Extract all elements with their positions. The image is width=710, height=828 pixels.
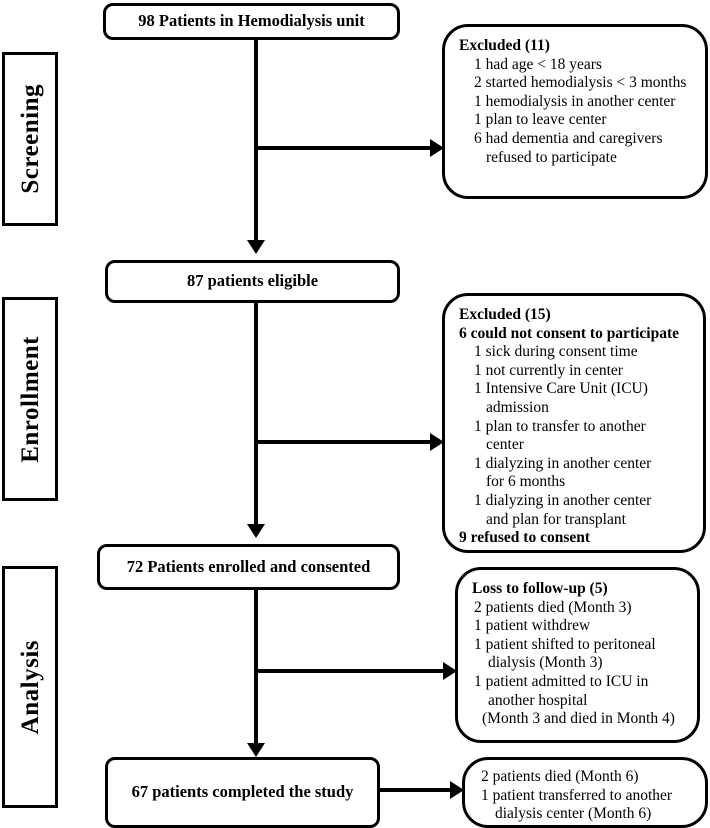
phase-label-screening-text: Screening (16, 84, 44, 194)
excluded-screening-item-text: 1 plan to leave center (474, 111, 607, 129)
node-eligible-label: 87 patients eligible (186, 271, 319, 291)
excluded-screening-heading: Excluded (11) (459, 37, 550, 54)
node-completed-label: 67 patients completed the study (131, 782, 354, 802)
excluded-enrollment-item: 1 plan to transfer to another center (459, 418, 695, 455)
excluded-screening-item: 1 had age < 18 years (459, 56, 697, 75)
loss-followup-item: 2 patients died (Month 3) (472, 599, 689, 618)
node-enrolled: 72 Patients enrolled and consented (97, 544, 400, 590)
excluded-screening-item-text: 2 started hemodialysis < 3 months (474, 74, 687, 92)
connector-enrolled-to-completed (254, 590, 258, 746)
excluded-enrollment-item: 1 Intensive Care Unit (ICU) admission (459, 380, 695, 417)
final-losses-item-cont: dialysis center (Month 6) (495, 805, 652, 823)
arrowhead-completed-to-final-losses (450, 781, 464, 799)
final-losses-item-text: 1 patient transferred to another (481, 786, 673, 804)
excluded-screening-item: 2 started hemodialysis < 3 months (459, 74, 697, 93)
arrowhead-total-to-eligible (247, 240, 265, 254)
excluded-screening-item-text: 6 had dementia and caregivers (474, 129, 663, 147)
excluded-enrollment-item-text: 1 sick during consent time (474, 343, 638, 361)
connector-total-to-excluded1 (256, 146, 432, 150)
node-enrolled-label: 72 Patients enrolled and consented (126, 556, 371, 576)
loss-followup-item-cont: dialysis (Month 3) (488, 654, 603, 672)
excluded-screening-item-text: 1 had age < 18 years (474, 55, 602, 73)
excluded-enrollment-item-cont: admission (486, 398, 549, 416)
loss-followup-heading: Loss to follow-up (5) (472, 580, 608, 597)
loss-followup-item-cont: another hospital (488, 691, 588, 709)
excluded-enrollment-footer: 9 refused to consent (459, 529, 591, 547)
final-losses-item: 1 patient transferred to another dialysi… (479, 787, 697, 824)
loss-followup-item-text: 1 patient admitted to ICU in (474, 672, 649, 690)
excluded-enrollment-item: 1 not currently in center (459, 362, 695, 381)
phase-label-screening: Screening (2, 52, 58, 226)
loss-followup-item-text: 2 patients died (Month 3) (474, 598, 632, 616)
node-final-losses: 2 patients died (Month 6) 1 patient tran… (462, 757, 708, 828)
excluded-enrollment-item: 1 sick during consent time (459, 343, 695, 362)
excluded-enrollment-item: 1 dialyzing in another center for 6 mont… (459, 455, 695, 492)
excluded-enrollment-item-text: 1 not currently in center (474, 361, 623, 379)
node-total-patients-label: 98 Patients in Hemodialysis unit (138, 11, 365, 31)
excluded-enrollment-item-text: 1 Intensive Care Unit (ICU) (474, 380, 648, 398)
arrowhead-enrolled-to-completed (247, 743, 265, 757)
arrowhead-total-to-excluded1 (430, 139, 444, 157)
final-losses-item: 2 patients died (Month 6) (479, 768, 697, 787)
excluded-screening-item: 1 plan to leave center (459, 111, 697, 130)
node-excluded-screening: Excluded (11) 1 had age < 18 years 2 sta… (442, 24, 708, 199)
excluded-enrollment-item-cont: center (486, 436, 524, 454)
connector-enrolled-to-loss (256, 669, 445, 673)
loss-followup-item: 1 patient withdrew (472, 617, 689, 636)
phase-label-analysis-text: Analysis (16, 639, 44, 735)
excluded-enrollment-item-cont: and plan for transplant (486, 510, 626, 528)
arrowhead-eligible-to-enrolled (247, 524, 265, 538)
excluded-screening-item: 1 hemodialysis in another center (459, 93, 697, 112)
excluded-screening-item: 6 had dementia and caregivers refused to… (459, 130, 697, 167)
arrowhead-enrolled-to-loss (443, 662, 457, 680)
loss-followup-item-cont2: (Month 3 and died in Month 4) (482, 710, 675, 728)
excluded-screening-item-text: 1 hemodialysis in another center (474, 92, 676, 110)
phase-label-enrollment: Enrollment (2, 297, 58, 501)
connector-total-to-eligible (254, 40, 258, 244)
phase-label-enrollment-text: Enrollment (16, 335, 44, 463)
excluded-enrollment-item-text: 1 dialyzing in another center (474, 491, 652, 509)
arrowhead-eligible-to-excluded2 (430, 433, 444, 451)
excluded-enrollment-item: 1 dialyzing in another center and plan f… (459, 492, 695, 529)
excluded-enrollment-item-text: 1 dialyzing in another center (474, 454, 652, 472)
excluded-enrollment-item-cont: for 6 months (486, 473, 566, 491)
loss-followup-item-text: 1 patient shifted to peritoneal (474, 635, 656, 653)
excluded-screening-item-cont: refused to participate (486, 148, 617, 166)
loss-followup-item-text: 1 patient withdrew (474, 617, 591, 635)
loss-followup-item: 1 patient admitted to ICU in another hos… (472, 673, 689, 729)
excluded-enrollment-heading: Excluded (15) (459, 306, 551, 323)
loss-followup-item: 1 patient shifted to peritoneal dialysis… (472, 636, 689, 673)
node-loss-to-followup: Loss to follow-up (5) 2 patients died (M… (455, 567, 700, 743)
connector-completed-to-final-losses (380, 788, 455, 792)
final-losses-item-text: 2 patients died (Month 6) (481, 768, 639, 785)
excluded-enrollment-subheading: 6 could not consent to participate (459, 324, 680, 342)
node-excluded-enrollment: Excluded (15) 6 could not consent to par… (442, 293, 706, 553)
node-completed: 67 patients completed the study (105, 757, 380, 828)
phase-label-analysis: Analysis (2, 566, 58, 808)
connector-eligible-to-excluded2 (256, 440, 432, 444)
excluded-enrollment-item-text: 1 plan to transfer to another (474, 417, 646, 435)
node-total-patients: 98 Patients in Hemodialysis unit (103, 3, 400, 40)
node-eligible: 87 patients eligible (105, 260, 400, 303)
connector-eligible-to-enrolled (254, 303, 258, 527)
